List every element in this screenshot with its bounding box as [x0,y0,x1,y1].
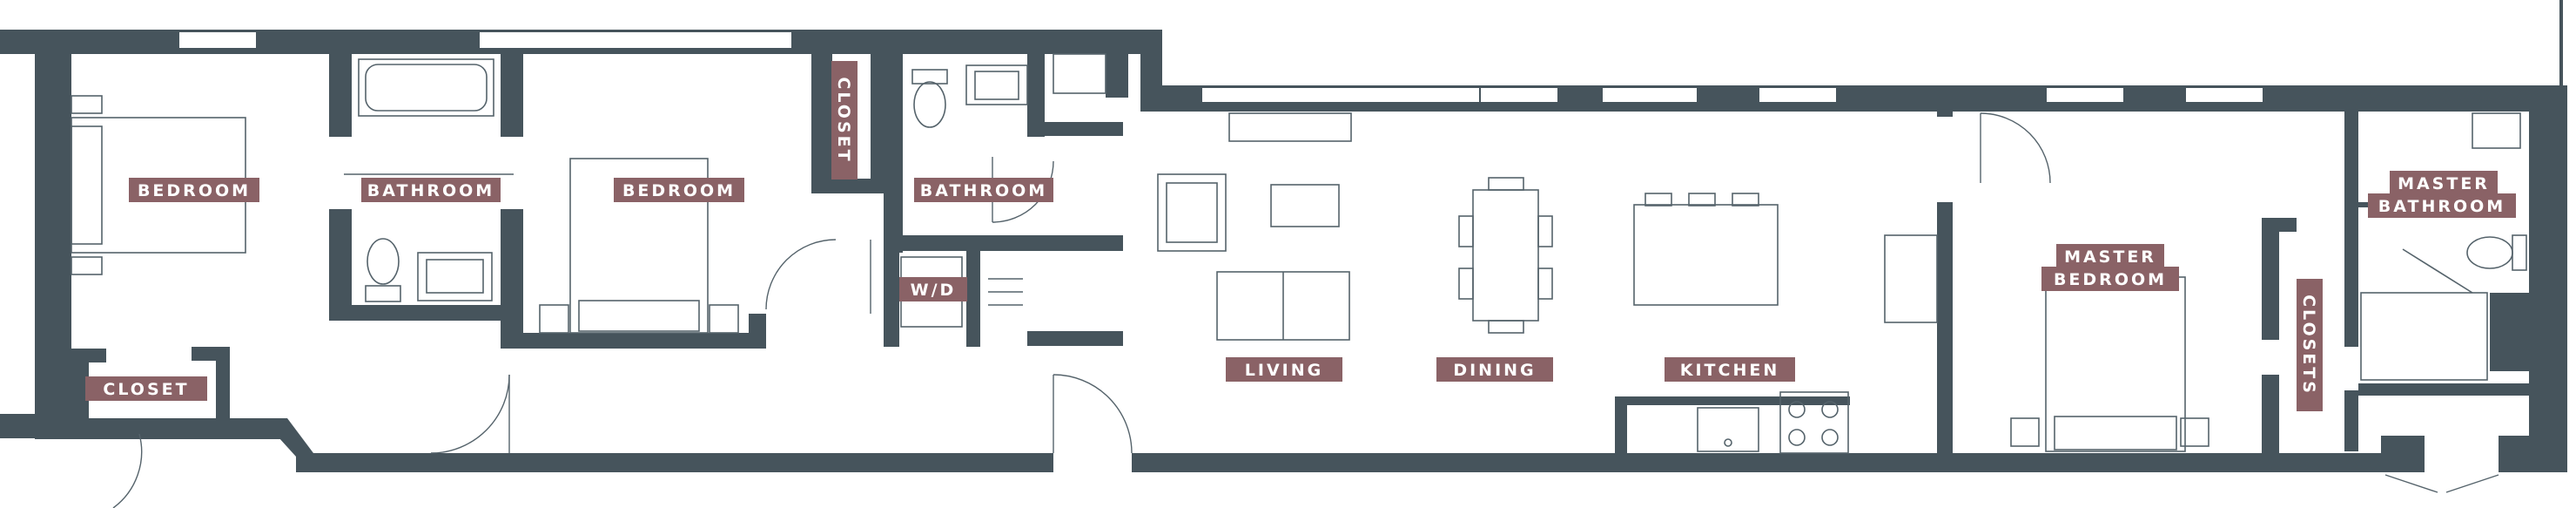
svg-text:BEDROOM: BEDROOM [138,181,251,200]
svg-text:BEDROOM: BEDROOM [2054,270,2167,289]
label-wd: W/D [899,277,967,301]
label-bedroom-center: BEDROOM [614,178,744,202]
svg-text:BATHROOM: BATHROOM [920,181,1047,200]
svg-text:MASTER: MASTER [2398,174,2490,193]
exterior-walls [0,0,2567,472]
svg-text:BATHROOM: BATHROOM [367,181,494,200]
label-bathroom-center: BATHROOM [914,178,1053,202]
fixtures [71,53,2527,454]
label-master-bathroom: MASTER BATHROOM [2368,171,2516,218]
svg-text:KITCHEN: KITCHEN [1680,361,1779,380]
label-living: LIVING [1226,357,1342,382]
svg-text:BEDROOM: BEDROOM [622,181,736,200]
label-kitchen: KITCHEN [1665,357,1795,382]
label-bedroom-left: BEDROOM [129,178,259,202]
label-closets-vertical: CLOSETS [2297,279,2323,411]
svg-text:LIVING: LIVING [1245,361,1323,380]
label-dining: DINING [1436,357,1553,382]
label-closet-vertical: CLOSET [831,61,858,179]
svg-text:MASTER: MASTER [2064,247,2156,267]
svg-text:DINING: DINING [1453,361,1536,380]
svg-text:CLOSET: CLOSET [103,380,189,399]
doors [112,112,2499,508]
svg-text:CLOSETS: CLOSETS [2299,295,2318,396]
svg-text:W/D: W/D [911,281,957,300]
label-closet-left: CLOSET [85,376,207,401]
interior-walls [71,54,2529,471]
svg-text:BATHROOM: BATHROOM [2378,197,2505,216]
label-bathroom-left: BATHROOM [361,178,501,202]
label-master-bedroom: MASTER BEDROOM [2041,244,2179,291]
svg-text:CLOSET: CLOSET [834,77,853,163]
